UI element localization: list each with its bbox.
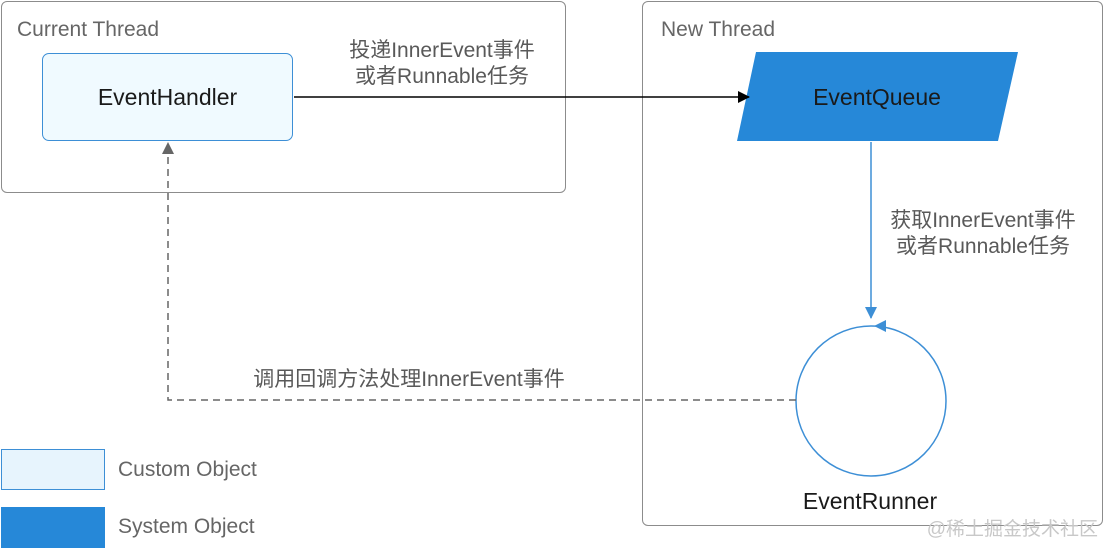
legend-system-swatch [1, 507, 105, 548]
event-runner-circle [795, 325, 947, 477]
event-runner-label: EventRunner [802, 488, 938, 514]
watermark-text: @稀土掘金技术社区 [926, 519, 1098, 540]
fetch-event-label: 获取InnerEvent事件 或者Runnable任务 [868, 208, 1098, 260]
post-event-label-line2: 或者Runnable任务 [355, 65, 529, 88]
post-event-label: 投递InnerEvent事件 或者Runnable任务 [326, 38, 558, 90]
legend-custom-text: Custom Object [118, 458, 257, 481]
event-queue-node: EventQueue [737, 52, 1018, 141]
fetch-event-label-line1: 获取InnerEvent事件 [890, 209, 1076, 232]
event-queue-label: EventQueue [813, 84, 941, 110]
event-handler-label: EventHandler [97, 83, 238, 110]
new-thread-title: New Thread [661, 18, 776, 41]
event-handler-node: EventHandler [42, 53, 293, 141]
event-queue-shape [737, 52, 1018, 141]
legend-system-text: System Object [118, 515, 255, 538]
current-thread-title: Current Thread [17, 18, 160, 41]
callback-label: 调用回调方法处理InnerEvent事件 [253, 368, 565, 391]
fetch-event-label-line2: 或者Runnable任务 [896, 235, 1070, 258]
event-runner-loop-arrow [874, 320, 886, 332]
legend-custom-swatch [1, 449, 105, 490]
post-event-label-line1: 投递InnerEvent事件 [349, 39, 535, 62]
callback-arrow [162, 142, 796, 401]
